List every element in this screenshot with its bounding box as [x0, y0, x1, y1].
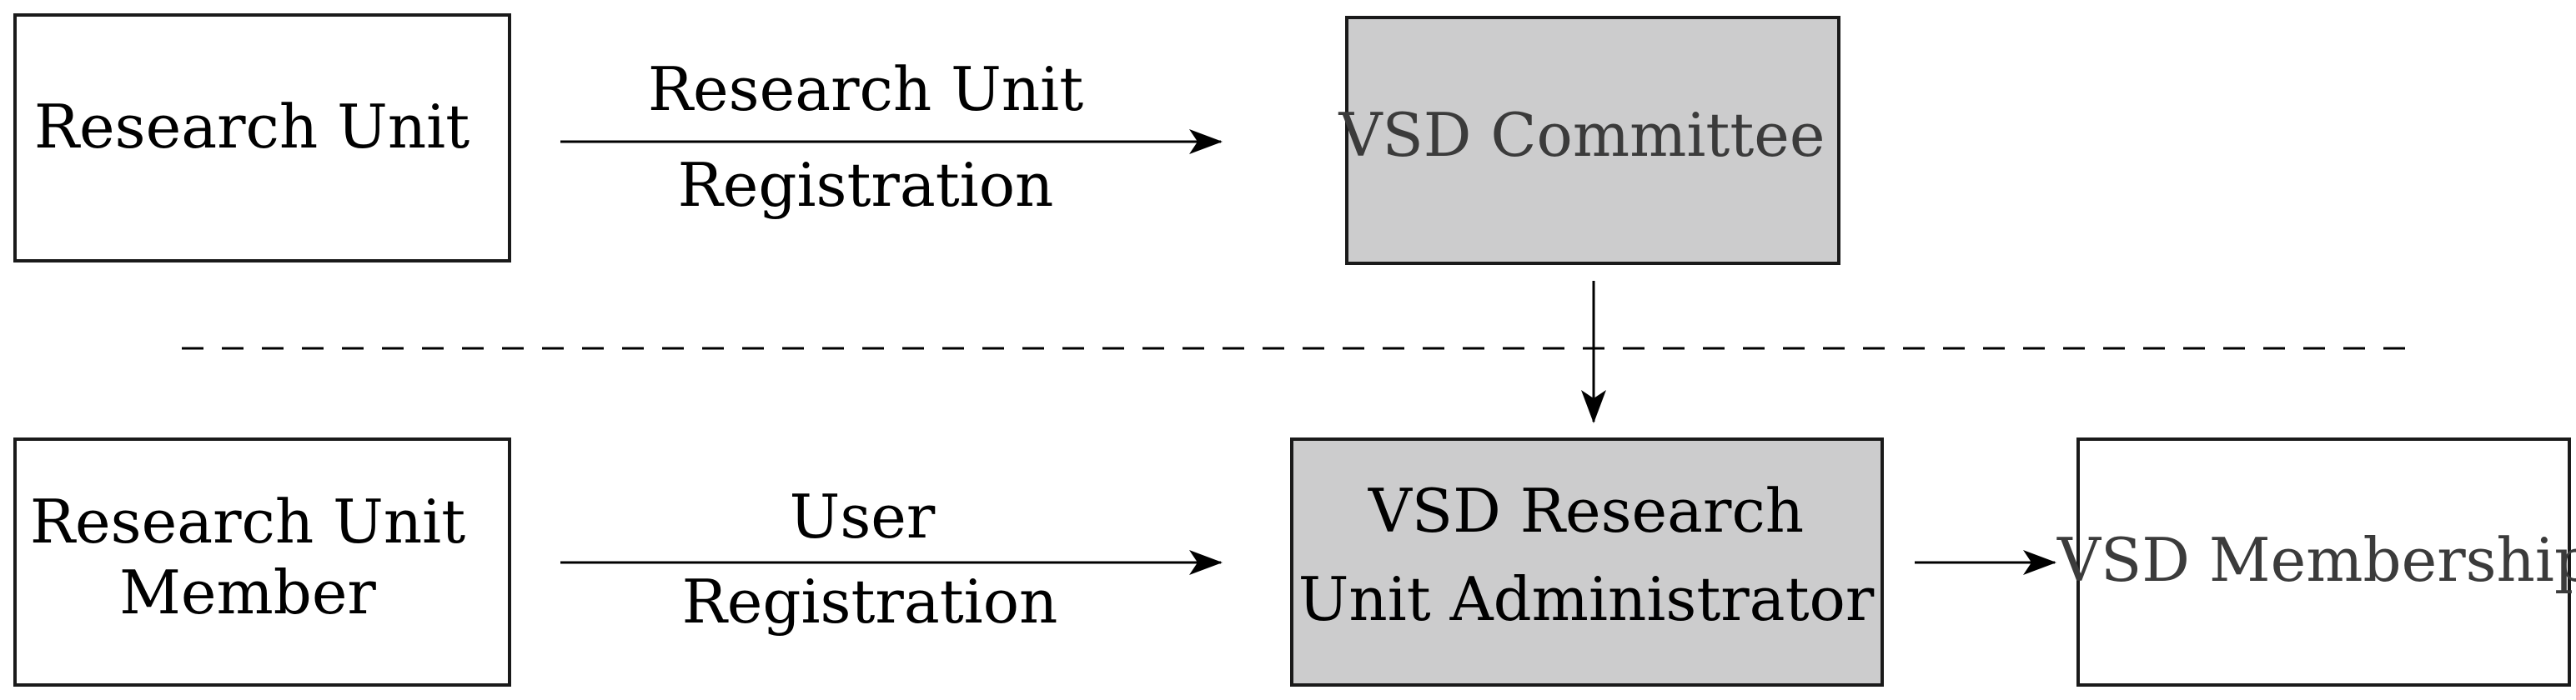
- research-unit-node: Research Unit: [13, 13, 511, 262]
- research-unit-member-node: Research Unit Member: [13, 438, 511, 687]
- research-unit-registration-label-line2: Registration: [678, 150, 1054, 220]
- user-registration-label-line1: User: [790, 482, 936, 552]
- research-unit-registration-label-line1: Research Unit: [648, 54, 1083, 124]
- vsd-research-unit-administrator-node: VSD Research Unit Administrator: [1290, 438, 1884, 687]
- vsd-committee-label: VSD Committee: [1338, 100, 1825, 170]
- vsd-admin-label-line1: VSD Research: [1368, 476, 1804, 546]
- vsd-membership-label: VSD Membership: [2056, 525, 2576, 595]
- user-registration-label-line2: Registration: [682, 567, 1058, 637]
- user-registration-edge: User Registration: [560, 482, 1223, 637]
- vsd-admin-label-line2: Unit Administrator: [1298, 564, 1875, 634]
- research-unit-registration-edge: Research Unit Registration: [560, 54, 1223, 220]
- vsd-committee-node: VSD Committee: [1338, 16, 1840, 265]
- research-unit-member-label-line1: Research Unit: [30, 487, 465, 557]
- research-unit-member-label-line2: Member: [119, 558, 376, 628]
- vsd-membership-node: VSD Membership: [2056, 438, 2576, 687]
- research-unit-label: Research Unit: [34, 92, 470, 162]
